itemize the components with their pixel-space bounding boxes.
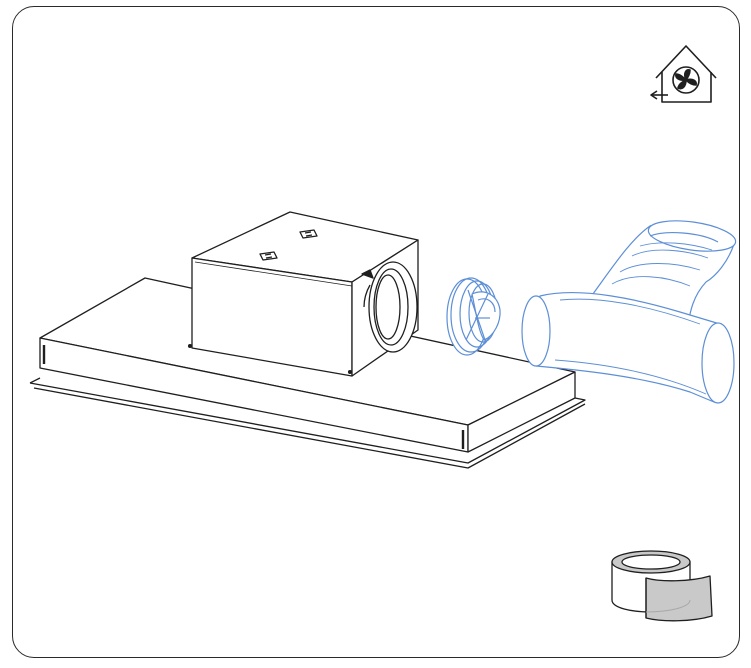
house-fan-extraction-icon [650,45,717,103]
motor-unit [187,211,419,377]
flexible-duct-elbow [521,220,737,404]
aluminium-tape-roll-icon [611,550,713,622]
check-valve [446,277,501,356]
diagram-frame [12,6,740,658]
